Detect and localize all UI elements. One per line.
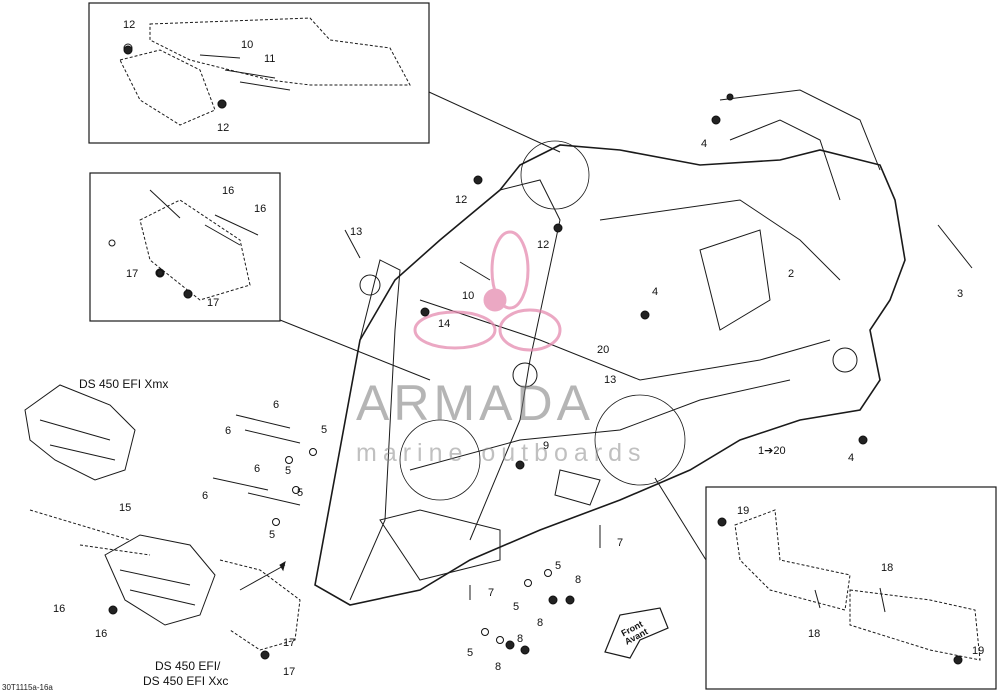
callout: 20 — [597, 344, 610, 356]
callout: 5 — [297, 487, 304, 499]
callout: 13 — [350, 226, 363, 238]
callout: 5 — [269, 529, 276, 541]
guard-xmx — [24, 384, 136, 481]
callout: 15 — [119, 502, 132, 514]
callout: 6 — [225, 425, 232, 437]
callout: 5 — [285, 465, 292, 477]
callout: 9 — [543, 440, 550, 452]
callout: 5 — [513, 601, 520, 613]
middle-bracket-part — [139, 199, 251, 301]
callout: 12 — [537, 239, 550, 251]
watermark-tagline: marine outboards — [356, 439, 647, 467]
callout: 1➔20 — [758, 445, 786, 457]
callout: 19 — [737, 505, 750, 517]
top-bracket-part — [149, 17, 411, 86]
callout: 5 — [321, 424, 328, 436]
callout: 4 — [652, 286, 659, 298]
callout: 6 — [254, 463, 261, 475]
front-arrow — [604, 607, 669, 659]
callout: 5 — [555, 560, 562, 572]
callout: 16 — [254, 203, 267, 215]
detail-box-bottom-right — [705, 486, 997, 690]
watermark-logo — [413, 230, 562, 352]
callout: 2 — [788, 268, 795, 280]
callout: 13 — [604, 374, 617, 386]
callout: 8 — [575, 574, 582, 586]
callout: 4 — [701, 138, 708, 150]
callout: 16 — [222, 185, 235, 197]
callout: 16 — [95, 628, 108, 640]
callout: 6 — [273, 399, 280, 411]
variant-label-xxc-2: DS 450 EFI Xxc — [143, 674, 229, 688]
variant-label-xmx: DS 450 EFI Xmx — [79, 377, 169, 391]
callout: 17 — [207, 297, 220, 309]
callout: 18 — [881, 562, 894, 574]
callout: 8 — [495, 661, 502, 673]
callout: 11 — [264, 53, 276, 65]
callout: 17 — [126, 268, 139, 280]
callout: 3 — [957, 288, 964, 300]
detail-box-middle — [89, 172, 281, 322]
callout: 19 — [972, 645, 985, 657]
callout: 5 — [467, 647, 474, 659]
callout: 10 — [462, 290, 475, 302]
detail-box-top — [88, 2, 430, 144]
callout: 8 — [537, 617, 544, 629]
callout: 7 — [488, 587, 495, 599]
callout: 10 — [241, 39, 254, 51]
callout: 16 — [53, 603, 66, 615]
callout: 17 — [283, 666, 296, 678]
callout: 12 — [123, 19, 136, 31]
guard-xxc — [104, 534, 216, 626]
callout: 7 — [617, 537, 624, 549]
diagram-reference: 30T1115a-16a — [2, 683, 53, 692]
variant-label-xxc-1: DS 450 EFI/ — [155, 659, 221, 673]
callout: 14 — [438, 318, 451, 330]
callout: 18 — [808, 628, 821, 640]
main-frame — [314, 144, 906, 606]
callout: 6 — [202, 490, 209, 502]
callout: 17 — [283, 637, 296, 649]
callout: 12 — [217, 122, 230, 134]
callout: 8 — [517, 633, 524, 645]
right-bracket-part — [734, 509, 851, 611]
watermark-brand: ARMADA — [356, 375, 594, 431]
callout: 12 — [455, 194, 468, 206]
callout: 4 — [848, 452, 855, 464]
